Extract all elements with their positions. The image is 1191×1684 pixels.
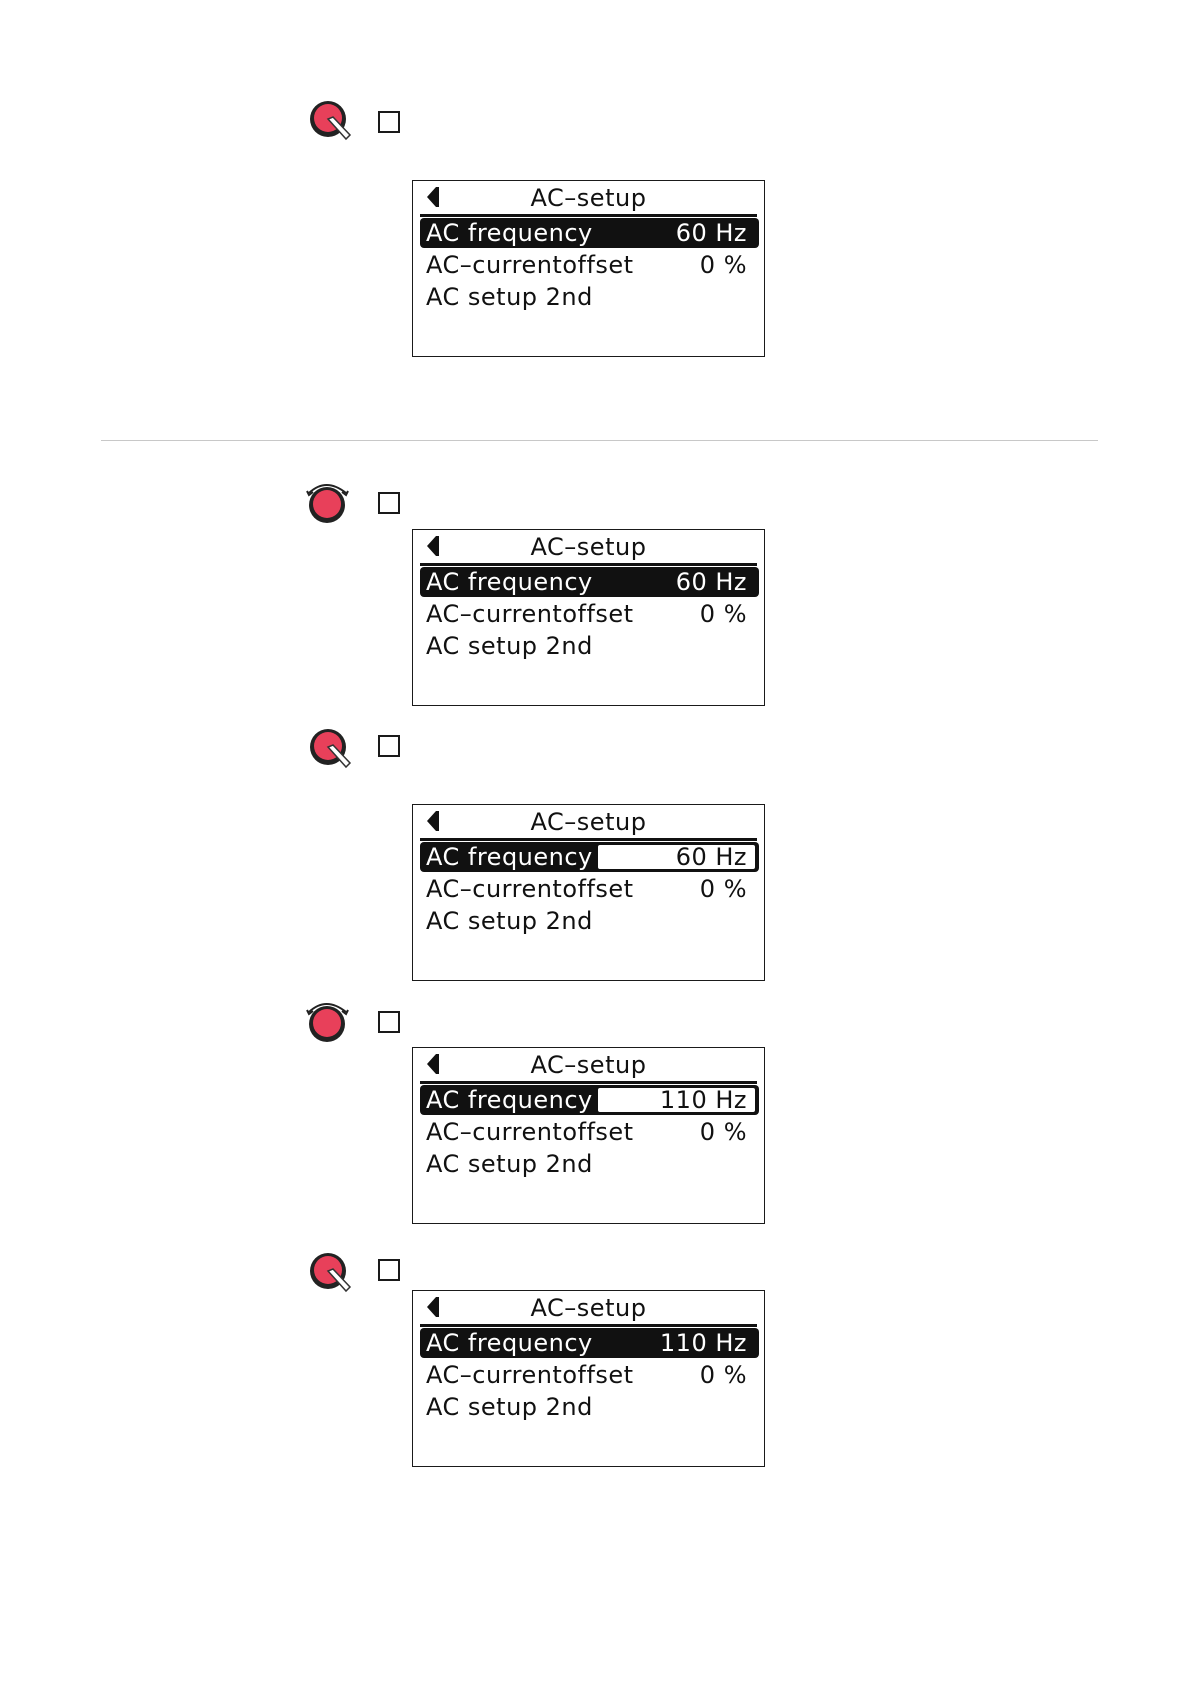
section-divider bbox=[101, 440, 1098, 441]
menu-item-ac-currentoffset[interactable]: AC–currentoffset 0 % bbox=[420, 1360, 759, 1390]
back-arrow-icon[interactable] bbox=[427, 536, 439, 556]
menu-item-value: 0 % bbox=[699, 1361, 747, 1389]
menu-item-label: AC frequency bbox=[426, 568, 593, 596]
menu-item-ac-frequency[interactable]: AC frequency 110 Hz bbox=[420, 1085, 759, 1115]
menu-item-value: 0 % bbox=[699, 875, 747, 903]
menu-item-value: 110 Hz bbox=[659, 1329, 747, 1357]
menu-item-value: 110 Hz bbox=[659, 1086, 747, 1114]
screen-title: AC–setup bbox=[530, 533, 647, 561]
menu-item-ac-frequency[interactable]: AC frequency 60 Hz bbox=[420, 842, 759, 872]
back-arrow-icon[interactable] bbox=[427, 811, 439, 831]
step-checkbox[interactable] bbox=[378, 735, 400, 757]
value-edit-box[interactable] bbox=[598, 845, 755, 869]
menu-item-label: AC–currentoffset bbox=[426, 600, 634, 628]
menu-item-label: AC setup 2nd bbox=[426, 632, 593, 660]
screen-title: AC–setup bbox=[530, 808, 647, 836]
knob-press-icon bbox=[306, 97, 356, 147]
menu-item-label: AC frequency bbox=[426, 1086, 593, 1114]
step-checkbox[interactable] bbox=[378, 1011, 400, 1033]
menu-item-ac-currentoffset[interactable]: AC–currentoffset 0 % bbox=[420, 874, 759, 904]
knob-press-icon bbox=[306, 725, 356, 775]
menu-item-label: AC setup 2nd bbox=[426, 1150, 593, 1178]
step-checkbox[interactable] bbox=[378, 492, 400, 514]
menu-item-label: AC setup 2nd bbox=[426, 1393, 593, 1421]
lcd-header: AC–setup bbox=[420, 181, 757, 217]
menu-item-value: 60 Hz bbox=[675, 219, 747, 247]
menu-item-label: AC–currentoffset bbox=[426, 251, 634, 279]
screen-title: AC–setup bbox=[530, 1051, 647, 1079]
menu-item-value: 0 % bbox=[699, 1118, 747, 1146]
menu-item-value: 0 % bbox=[699, 251, 747, 279]
menu-item-ac-setup-2nd[interactable]: AC setup 2nd bbox=[420, 1392, 759, 1422]
menu-item-label: AC–currentoffset bbox=[426, 1118, 634, 1146]
menu-item-label: AC frequency bbox=[426, 219, 593, 247]
step-checkbox[interactable] bbox=[378, 1259, 400, 1281]
menu-item-ac-frequency[interactable]: AC frequency 60 Hz bbox=[420, 218, 759, 248]
knob-press-icon bbox=[306, 1249, 356, 1299]
lcd-header: AC–setup bbox=[420, 1291, 757, 1327]
menu-item-ac-frequency[interactable]: AC frequency 60 Hz bbox=[420, 567, 759, 597]
back-arrow-icon[interactable] bbox=[427, 1297, 439, 1317]
menu-item-ac-currentoffset[interactable]: AC–currentoffset 0 % bbox=[420, 250, 759, 280]
menu-item-ac-currentoffset[interactable]: AC–currentoffset 0 % bbox=[420, 1117, 759, 1147]
lcd-screen: AC–setup AC frequency 110 Hz AC–currento… bbox=[412, 1290, 765, 1467]
menu-item-label: AC frequency bbox=[426, 843, 593, 871]
back-arrow-icon[interactable] bbox=[427, 1054, 439, 1074]
lcd-header: AC–setup bbox=[420, 1048, 757, 1084]
menu-item-ac-setup-2nd[interactable]: AC setup 2nd bbox=[420, 1149, 759, 1179]
menu-item-ac-setup-2nd[interactable]: AC setup 2nd bbox=[420, 631, 759, 661]
lcd-screen: AC–setup AC frequency 60 Hz AC–currentof… bbox=[412, 804, 765, 981]
menu-item-label: AC setup 2nd bbox=[426, 907, 593, 935]
screen-title: AC–setup bbox=[530, 1294, 647, 1322]
menu-item-label: AC–currentoffset bbox=[426, 875, 634, 903]
lcd-header: AC–setup bbox=[420, 805, 757, 841]
menu-item-value: 60 Hz bbox=[675, 843, 747, 871]
menu-item-ac-setup-2nd[interactable]: AC setup 2nd bbox=[420, 906, 759, 936]
knob-turn-icon bbox=[304, 477, 354, 527]
lcd-screen: AC–setup AC frequency 110 Hz AC–currento… bbox=[412, 1047, 765, 1224]
menu-item-ac-currentoffset[interactable]: AC–currentoffset 0 % bbox=[420, 599, 759, 629]
menu-item-label: AC setup 2nd bbox=[426, 283, 593, 311]
menu-item-value: 60 Hz bbox=[675, 568, 747, 596]
screen-title: AC–setup bbox=[530, 184, 647, 212]
menu-item-label: AC frequency bbox=[426, 1329, 593, 1357]
lcd-header: AC–setup bbox=[420, 530, 757, 566]
lcd-screen: AC–setup AC frequency 60 Hz AC–currentof… bbox=[412, 180, 765, 357]
menu-item-ac-setup-2nd[interactable]: AC setup 2nd bbox=[420, 282, 759, 312]
lcd-screen: AC–setup AC frequency 60 Hz AC–currentof… bbox=[412, 529, 765, 706]
menu-item-label: AC–currentoffset bbox=[426, 1361, 634, 1389]
value-edit-box[interactable] bbox=[598, 1088, 755, 1112]
knob-turn-icon bbox=[304, 996, 354, 1046]
step-checkbox[interactable] bbox=[378, 111, 400, 133]
menu-item-value: 0 % bbox=[699, 600, 747, 628]
back-arrow-icon[interactable] bbox=[427, 187, 439, 207]
menu-item-ac-frequency[interactable]: AC frequency 110 Hz bbox=[420, 1328, 759, 1358]
